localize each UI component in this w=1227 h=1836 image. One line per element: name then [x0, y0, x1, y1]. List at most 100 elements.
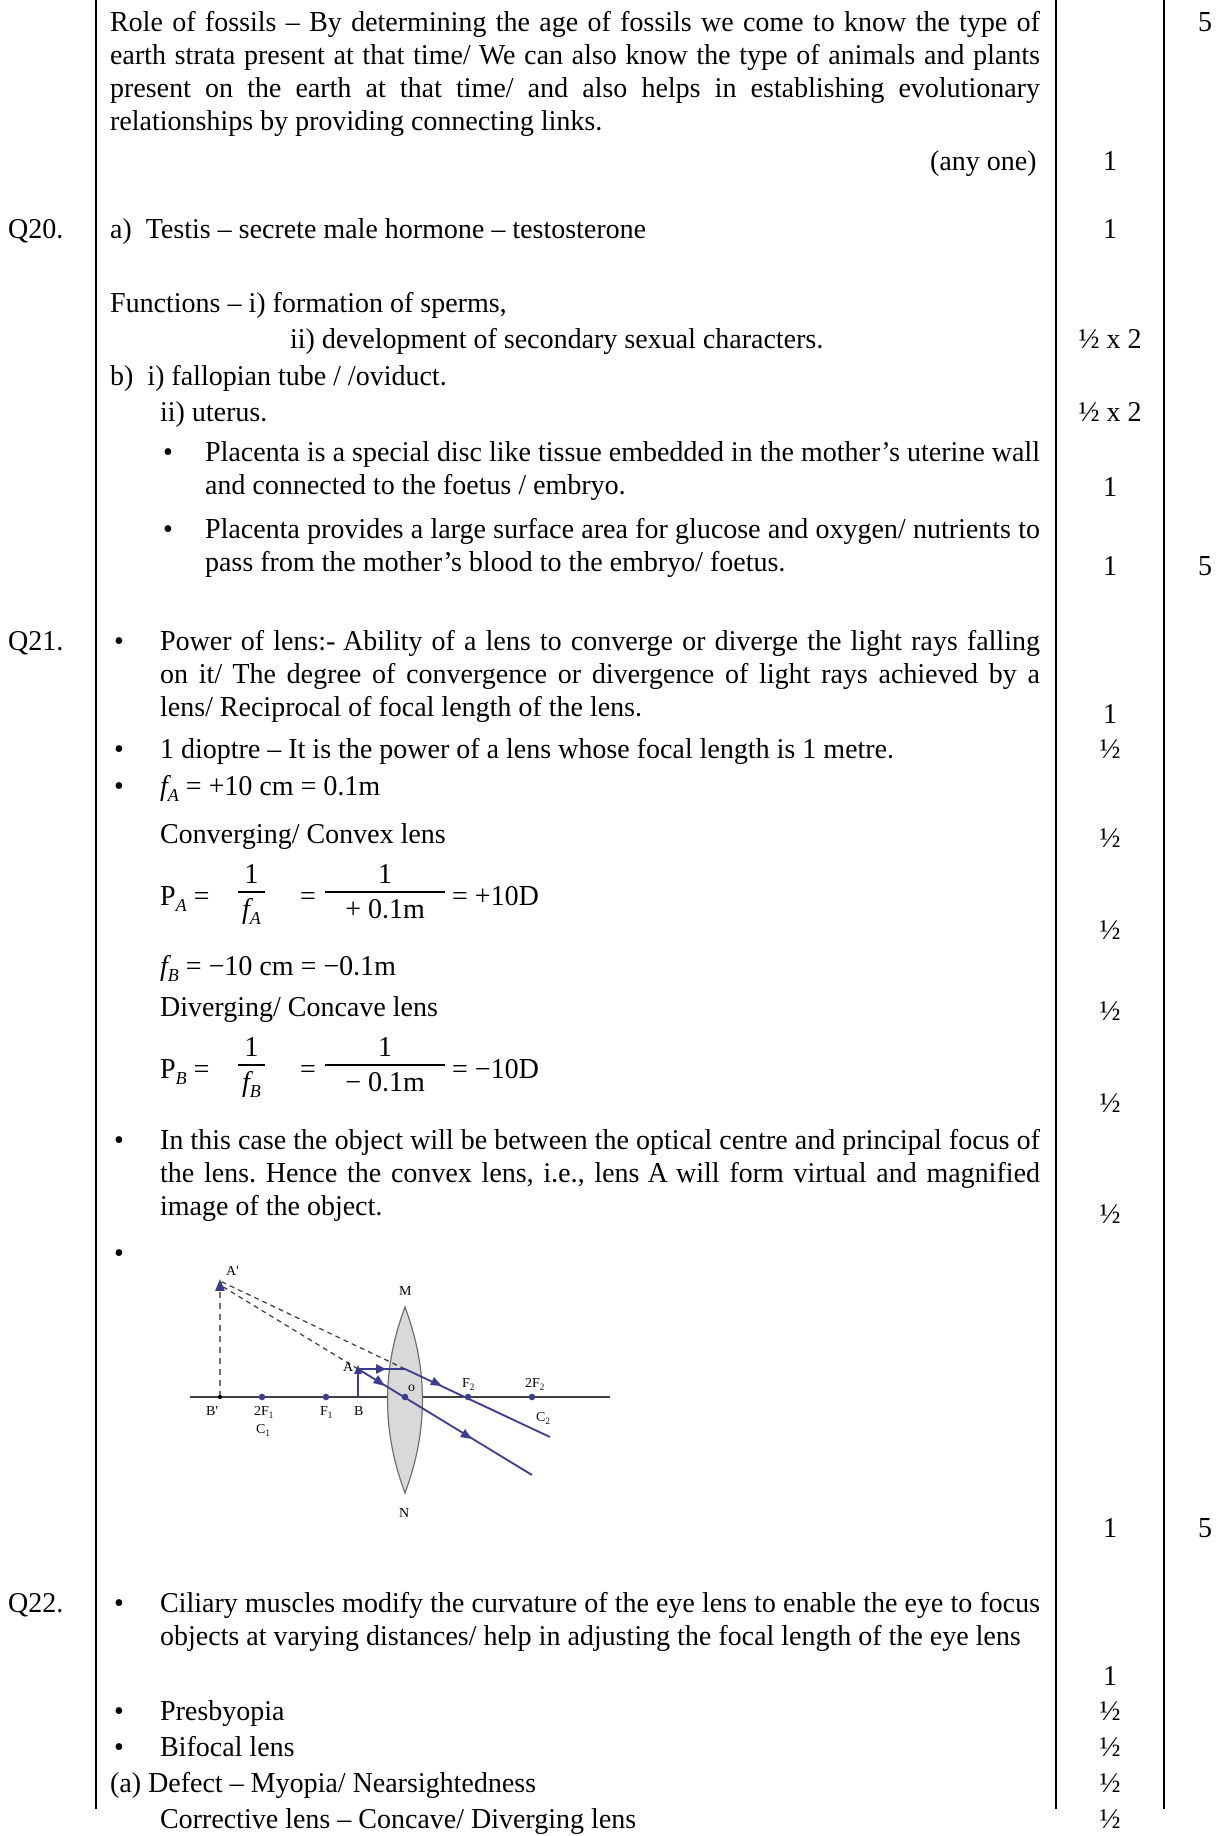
q21-pb-frac-2: 1 − 0.1m — [325, 1031, 445, 1099]
column-rule-left — [95, 0, 97, 1809]
label-a: A — [343, 1360, 354, 1375]
label-a-prime: A' — [226, 1264, 239, 1279]
q20-a: a) Testis – secrete male hormone – testo… — [110, 214, 647, 245]
ray-diagram: A' M N A B o F2 2F2 C2 B' 2F1 C1 F1 — [190, 1264, 610, 1521]
q21-power: Power of lens:- Ability of a lens to con… — [160, 626, 1040, 723]
q22-bifocal-mark: ½ — [1099, 1732, 1121, 1763]
bullet: • — [114, 1696, 124, 1727]
bullet: • — [114, 771, 124, 802]
q20-a-mark: 1 — [1103, 214, 1117, 245]
point-2f2 — [528, 1393, 536, 1401]
question-number: Q21. — [8, 626, 64, 657]
q21-case-mark: ½ — [1099, 1199, 1121, 1230]
q20-total: 5 — [1198, 551, 1212, 582]
ray-extension — [219, 1284, 359, 1370]
ray-arrow — [373, 1375, 385, 1386]
label-c1: C1 — [256, 1422, 270, 1438]
fraction-denominator: fA — [238, 891, 265, 935]
fraction-numerator: 1 — [378, 1032, 392, 1063]
q22-bifocal: Bifocal lens — [160, 1732, 295, 1763]
point-o — [401, 1393, 409, 1401]
q21-converging: Converging/ Convex lens — [160, 819, 446, 850]
q22-defect: (a) Defect – Myopia/ Nearsightedness — [110, 1768, 537, 1799]
q22-corrective-mark: ½ — [1099, 1804, 1121, 1835]
q21-pb-result: = −10D — [452, 1054, 539, 1085]
fossils-mark: 1 — [1103, 146, 1117, 177]
ray-centre — [357, 1368, 533, 1476]
label-f1: F1 — [320, 1404, 332, 1420]
q21-dioptre: 1 dioptre – It is the power of a lens wh… — [160, 734, 895, 765]
question-number: Q22. — [8, 1588, 64, 1619]
bullet: • — [114, 1732, 124, 1763]
q21-pa-result: = +10D — [452, 881, 539, 912]
q21-pb-lhs: PB = — [160, 1054, 210, 1088]
q21-total: 5 — [1198, 1513, 1212, 1544]
image-arrow-head — [215, 1279, 225, 1291]
q21-pb-mark: ½ — [1099, 1088, 1121, 1119]
bullet: • — [163, 514, 173, 545]
ray-arrow — [430, 1377, 442, 1386]
q21-pb-frac-1: 1 fB — [238, 1031, 265, 1108]
q21-case: In this case the object will be between … — [160, 1125, 1040, 1222]
q21-converging-mark: ½ — [1099, 823, 1121, 854]
bullet: • — [114, 1588, 124, 1619]
total-marks: 5 — [1198, 7, 1212, 38]
label-f2: F2 — [462, 1376, 474, 1392]
q21-pa-eq: = — [300, 881, 316, 912]
q21-pa-mark: ½ — [1099, 915, 1121, 946]
label-c2: C2 — [536, 1410, 550, 1426]
q21-dioptre-mark: ½ — [1099, 734, 1121, 765]
label-b: B — [354, 1404, 363, 1419]
q20-functions-ii: ii) development of secondary sexual char… — [290, 324, 824, 355]
q20-functions: Functions – i) formation of sperms, — [110, 288, 507, 319]
fraction-denominator: + 0.1m — [325, 891, 445, 926]
bullet: • — [163, 437, 173, 468]
q21-fb: fB = −10 cm = −0.1m — [160, 951, 396, 985]
fossils-note: (any one) — [930, 146, 1037, 177]
fraction-numerator: 1 — [244, 859, 259, 890]
ray-arrow — [376, 1364, 386, 1374]
label-m: M — [399, 1284, 412, 1299]
fraction-numerator: 1 — [378, 859, 392, 890]
question-number: Q20. — [8, 214, 64, 245]
label-o: o — [408, 1380, 415, 1395]
point-f2 — [464, 1393, 472, 1401]
fossils-paragraph: Role of fossils – By determining the age… — [110, 7, 1040, 137]
q21-fa: fA = +10 cm = 0.1m — [160, 771, 381, 805]
q22-defect-mark: ½ — [1099, 1768, 1121, 1799]
column-rule-marks — [1163, 0, 1165, 1809]
fraction-denominator: − 0.1m — [325, 1064, 445, 1099]
q21-pa-frac-1: 1 fA — [238, 858, 265, 935]
q20-b: b) i) fallopian tube / /oviduct. — [110, 361, 447, 392]
q22-corrective: Corrective lens – Concave/ Diverging len… — [160, 1804, 637, 1835]
q21-pa-lhs: PA = — [160, 881, 210, 915]
q20-functions-mark: ½ x 2 — [1078, 324, 1142, 355]
q20-placenta-2: Placenta provides a large surface area f… — [205, 514, 1040, 578]
q22-ciliary-mark: 1 — [1103, 1661, 1117, 1692]
ray-extension — [219, 1280, 406, 1370]
point-2f1 — [258, 1393, 266, 1401]
q21-pa-frac-2: 1 + 0.1m — [325, 858, 445, 926]
q22-ciliary: Ciliary muscles modify the curvature of … — [160, 1588, 1040, 1652]
q20-placenta-1-mark: 1 — [1103, 472, 1117, 503]
bullet: • — [114, 1238, 124, 1269]
ray-refracted — [404, 1368, 551, 1438]
q22-presbyopia-mark: ½ — [1099, 1696, 1121, 1727]
q21-power-mark: 1 — [1103, 699, 1117, 730]
label-2f2: 2F2 — [525, 1376, 544, 1392]
ray-arrow — [460, 1429, 472, 1439]
fraction-numerator: 1 — [244, 1032, 259, 1063]
q21-diverging: Diverging/ Concave lens — [160, 992, 438, 1023]
label-2f1: 2F1 — [254, 1404, 273, 1420]
fraction-denominator: fB — [238, 1064, 265, 1108]
column-rule-answer — [1055, 0, 1057, 1809]
q21-pb-eq: = — [300, 1054, 316, 1085]
label-n: N — [399, 1506, 409, 1521]
label-b-prime: B' — [206, 1404, 218, 1419]
q20-b-ii: ii) uterus. — [160, 397, 268, 428]
bullet: • — [114, 1125, 124, 1156]
q20-placenta-1: Placenta is a special disc like tissue e… — [205, 437, 1040, 501]
point-f1 — [322, 1393, 330, 1401]
q22-presbyopia: Presbyopia — [160, 1696, 285, 1727]
q21-diverging-mark: ½ — [1099, 996, 1121, 1027]
